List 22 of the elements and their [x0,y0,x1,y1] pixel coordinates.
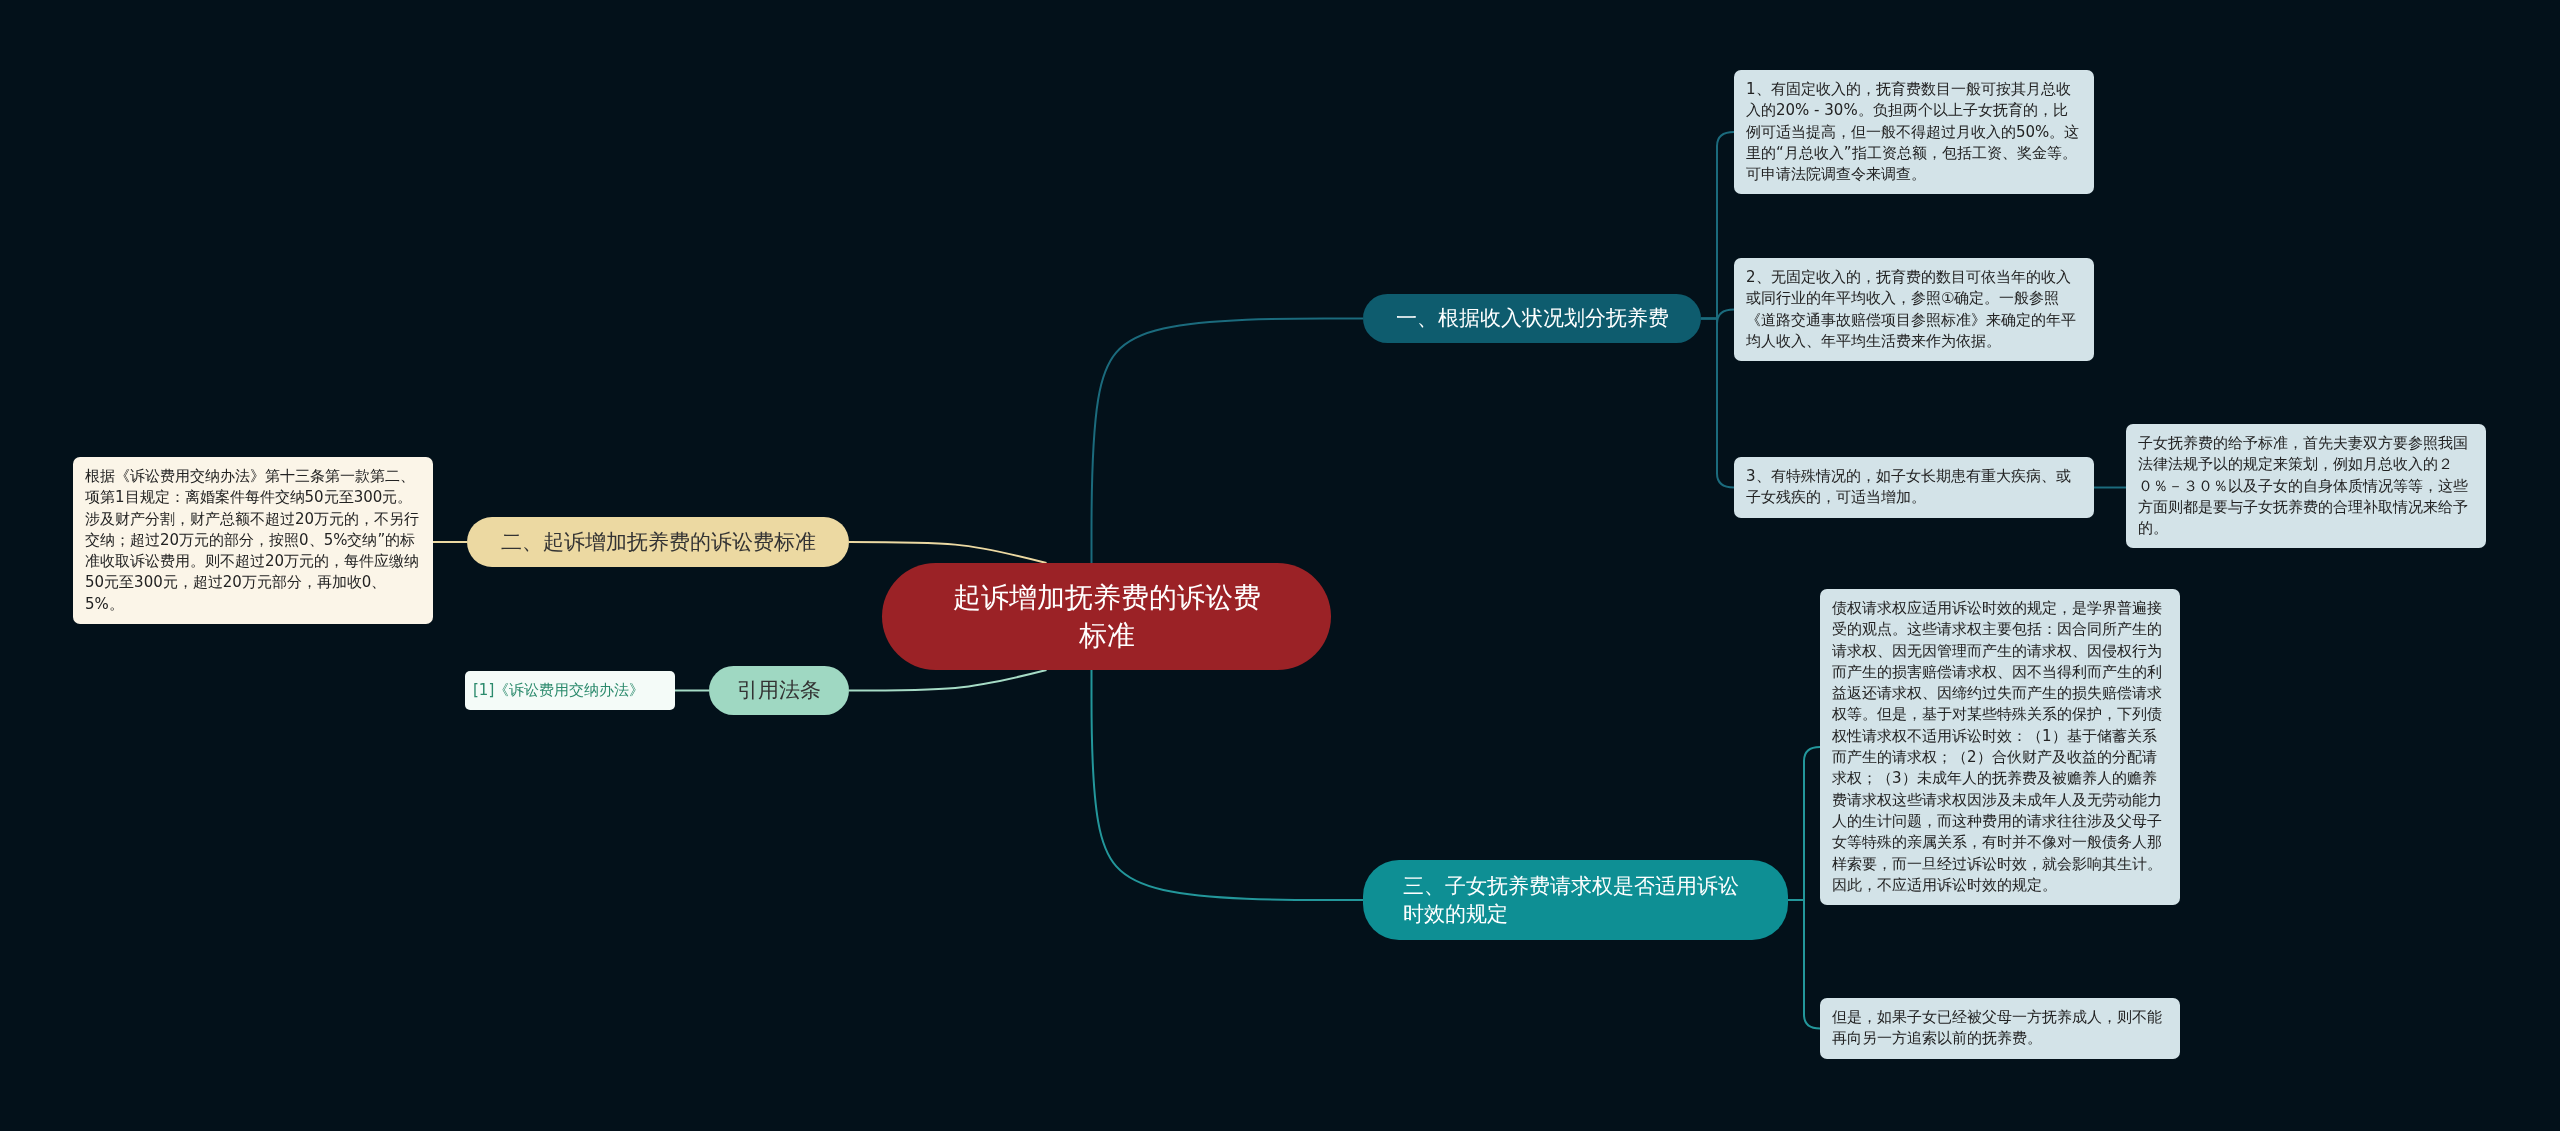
text-card: 但是，如果子女已经被父母一方抚养成人，则不能再向另一方追索以前的抚养费。 [1820,998,2180,1059]
connector-line [848,541,1048,564]
connector-line [1090,669,1364,901]
connector-line [2093,486,2127,489]
text-card: 根据《诉讼费用交纳办法》第十三条第一款第二、项第1目规定：离婚案件每件交纳50元至300元。涉及财产分割，财产总额不超过20万元的，不另行交纳；超过20万元的部分，按照0、5%交纳”的标准收取诉讼费用。则不超过20万元的，每件应缴纳50元至300元，超过20万元部分，再加收0、5%。 [73,457,433,625]
branch-topic: 一、根据收入状况划分抚养费 [1363,294,1701,343]
connector-line [848,669,1048,692]
branch-topic: 二、起诉增加抚养费的诉讼费标准 [467,517,849,567]
text-card: 2、无固定收入的，抚育费的数目可依当年的收入或同行业的年平均收入，参照①确定。一般参照《道路交通事故赔偿项目参照标准》来确定的年平均人收入、年平均生活费来作为依据。 [1734,258,2094,362]
connector-line [432,541,468,543]
text-card: 3、有特殊情况的，如子女长期患有重大疾病、或子女残疾的，可适当增加。 [1734,457,2094,518]
connector-line [1700,317,1735,489]
citation-card: [1]《诉讼费用交纳办法》 [465,671,675,710]
connector-line [674,689,710,692]
branch-topic: 引用法条 [709,666,849,715]
connector-line [1787,899,1821,1030]
text-card: 1、有固定收入的，抚育费数目一般可按其月总收入的20% - 30%。负担两个以上子女抚育的，比例可适当提高，但一般不得超过月收入的50%。这里的“月总收入”指工资总额，包括工资、奖金等。可申请法院调查令来调查。 [1734,70,2094,195]
connector-line [1090,317,1364,564]
branch-topic: 三、子女抚养费请求权是否适用诉讼时效的规定 [1363,860,1788,940]
central-topic: 起诉增加抚养费的诉讼费标准 [882,563,1331,670]
text-card: 子女抚养费的给予标准，首先夫妻双方要参照我国法律法规予以的规定来策划，例如月总收入的２０％－３０％以及子女的自身体质情况等等，这些方面则都是要与子女抚养费的合理补取情况来给予的。 [2126,424,2486,549]
text-card: 债权请求权应适用诉讼时效的规定，是学界普遍接受的观点。这些请求权主要包括：因合同所产生的请求权、因无因管理而产生的请求权、因侵权行为而产生的损害赔偿请求权、因不当得利而产生的利益返还请求权、因缔约过失而产生的损失赔偿请求权等。但是，基于对某些特殊关系的保护，下列债权性请求权不适用诉讼时效：（1）基于储蓄关系而产生的请求权；（2）合伙财产及收益的分配请求权；（3）未成年人的抚养费及被赡养人的赡养费请求权这些请求权因涉及未成年人及无劳动能力人的生计问题，而这种费用的请求往往涉及父母子女等特殊的亲属关系，有时并不像对一般债务人那样索要，而一旦经过诉讼时效，就会影响其生计。因此，不应适用诉讼时效的规定。 [1820,589,2180,906]
